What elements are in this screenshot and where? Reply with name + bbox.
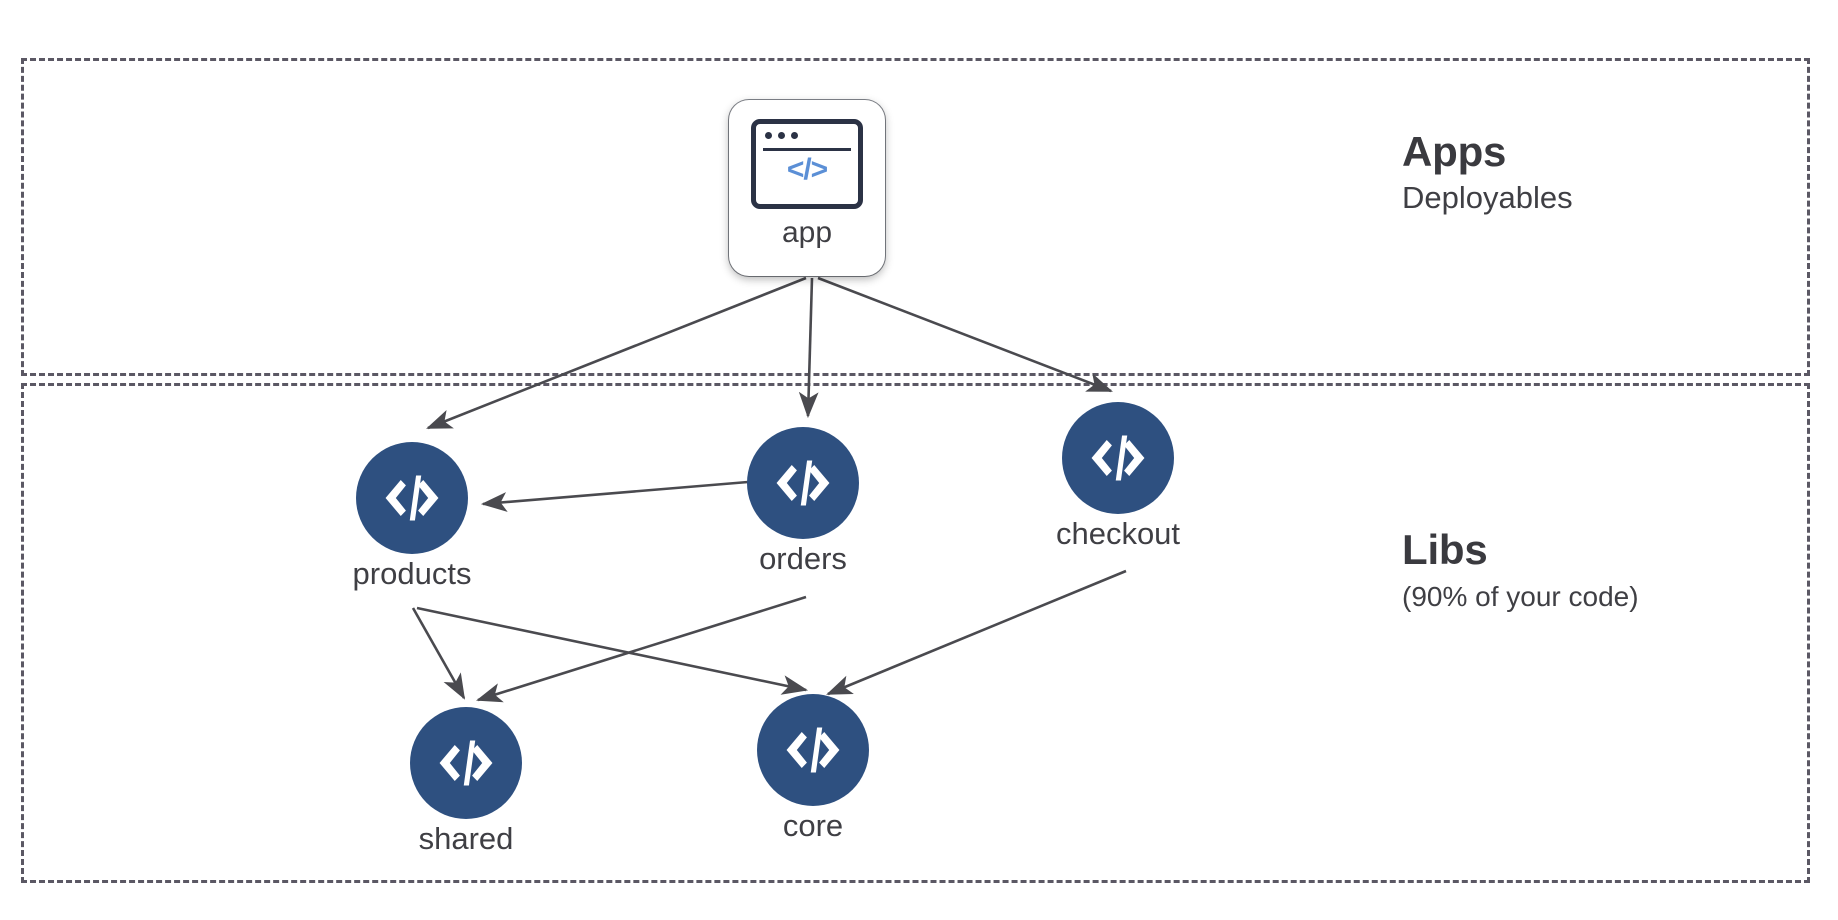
window-titlebar-rule bbox=[763, 148, 851, 151]
node-app-label: app bbox=[781, 216, 833, 249]
window-dots-icon bbox=[765, 132, 798, 139]
node-orders-label: orders bbox=[759, 541, 847, 576]
code-brackets-icon bbox=[410, 707, 522, 819]
node-core[interactable]: core bbox=[757, 694, 869, 842]
code-brackets-icon bbox=[356, 442, 468, 554]
code-glyph: </> bbox=[786, 153, 828, 186]
node-core-label: core bbox=[782, 808, 844, 843]
code-brackets-icon bbox=[1062, 402, 1174, 514]
zone-apps-caption: Apps Deployables bbox=[1402, 128, 1573, 216]
zone-apps-title: Apps bbox=[1402, 128, 1507, 175]
node-products[interactable]: products bbox=[353, 442, 471, 590]
node-checkout-label: checkout bbox=[1055, 516, 1181, 551]
node-shared[interactable]: shared bbox=[410, 707, 522, 855]
zone-libs-caption: Libs (90% of your code) bbox=[1402, 526, 1639, 612]
zone-libs-subtitle: (90% of your code) bbox=[1402, 581, 1639, 613]
node-checkout[interactable]: checkout bbox=[1056, 402, 1180, 550]
code-brackets-icon bbox=[757, 694, 869, 806]
zone-apps bbox=[21, 58, 1810, 376]
zone-libs-title: Libs bbox=[1402, 526, 1488, 573]
zone-apps-subtitle: Deployables bbox=[1402, 180, 1573, 216]
zone-libs bbox=[21, 383, 1810, 883]
node-shared-label: shared bbox=[418, 821, 514, 856]
node-orders[interactable]: orders bbox=[747, 427, 859, 575]
code-window-icon: </> bbox=[751, 119, 863, 209]
node-app[interactable]: </> app bbox=[729, 100, 885, 276]
node-products-label: products bbox=[352, 556, 472, 591]
code-brackets-icon bbox=[747, 427, 859, 539]
